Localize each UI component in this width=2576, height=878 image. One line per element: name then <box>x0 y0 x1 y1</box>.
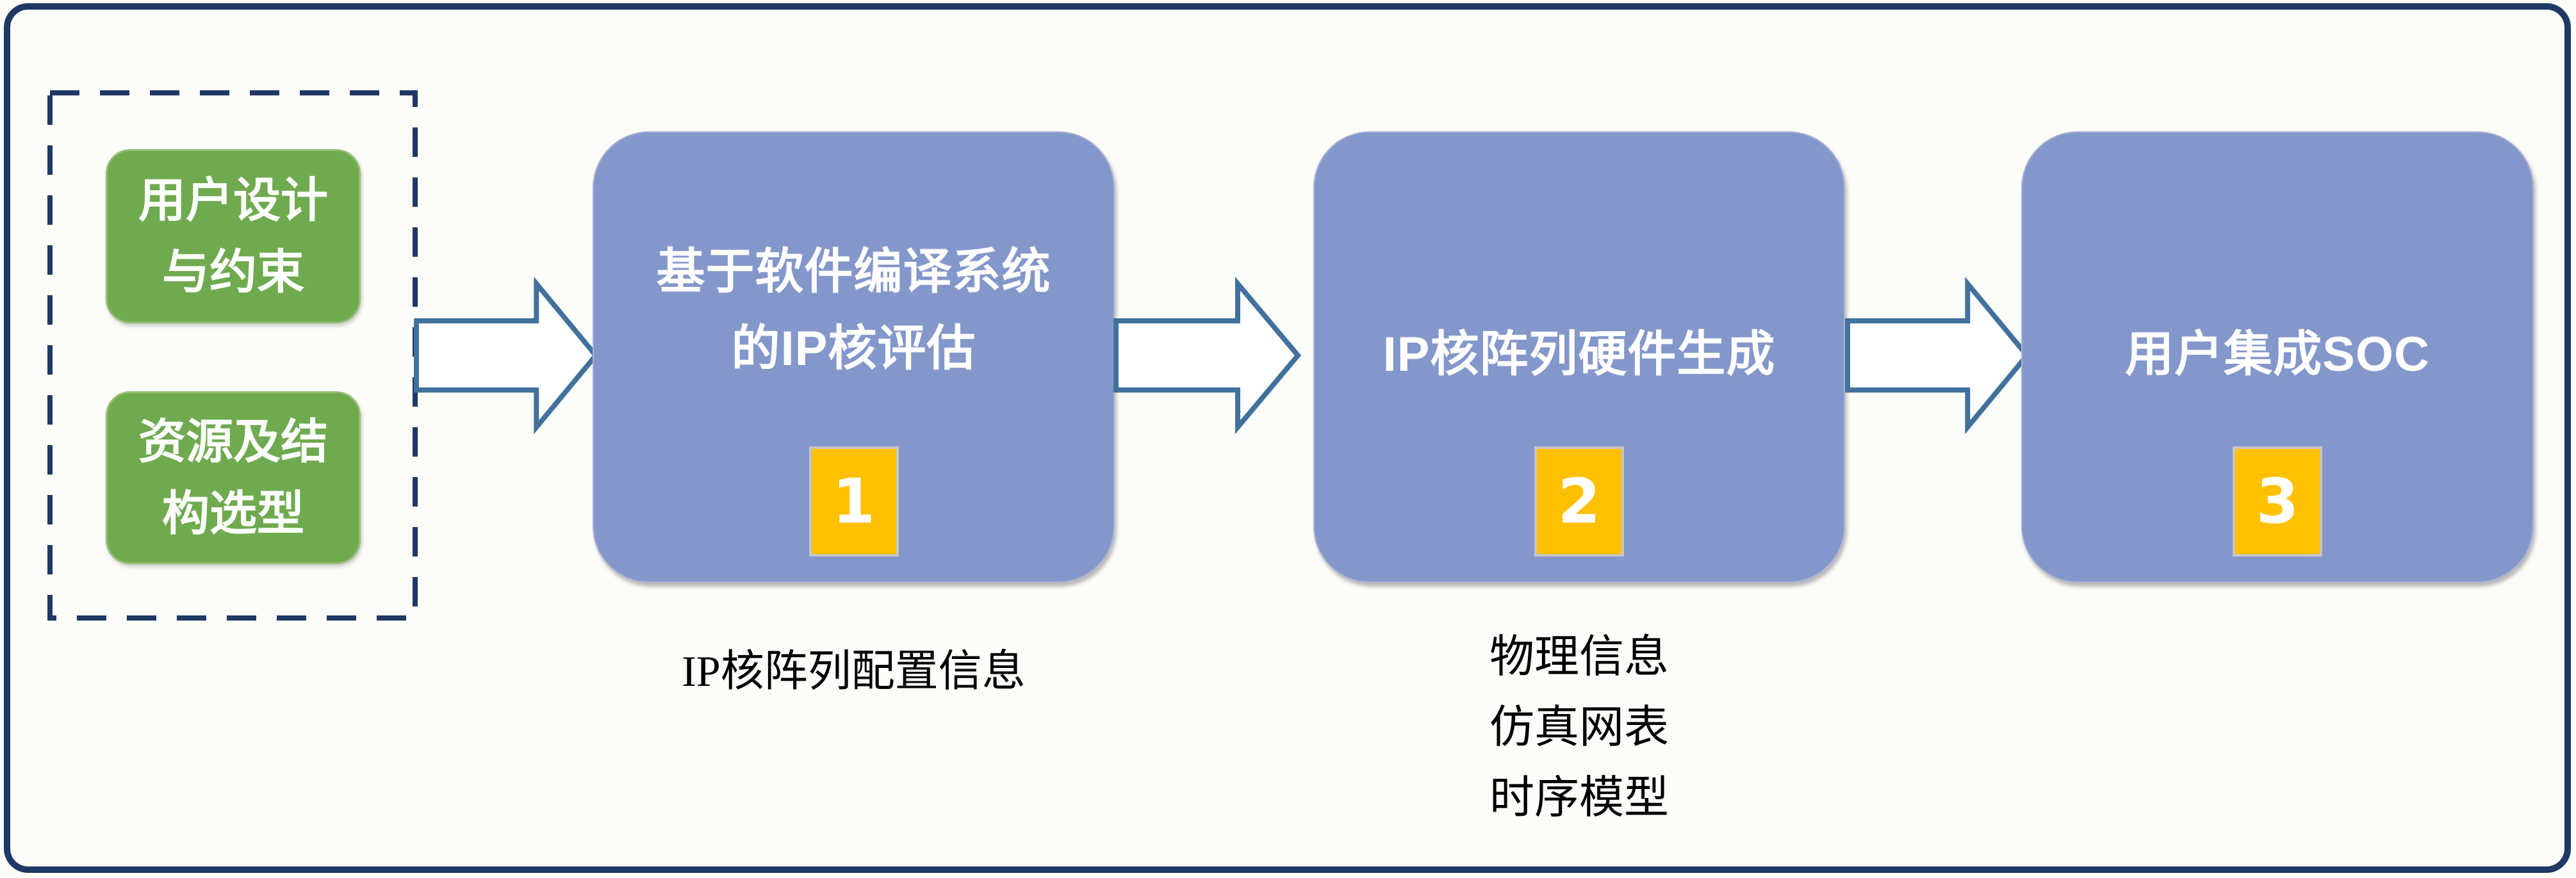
input-box-text-line: 构选型 <box>162 487 304 540</box>
arrow-shape <box>414 277 600 434</box>
stage2-output-label: 物理信息 仿真网表 时序模型 <box>1313 622 1845 834</box>
flow-arrow-1 <box>414 277 600 434</box>
stage1-output-label: IP核阵列配置信息 <box>593 640 1115 702</box>
output-label-line: IP核阵列配置信息 <box>682 647 1026 695</box>
input-box-user-design: 用户设计 与约束 <box>106 149 361 323</box>
stage-title-line: 用户集成SOC <box>2125 327 2430 382</box>
stage-title-line: 基于软件编译系统 <box>656 245 1051 299</box>
stage-badge-1: 1 <box>808 446 899 557</box>
stage-badge-3: 3 <box>2233 446 2322 557</box>
arrow-shape <box>1845 277 2031 434</box>
stage-title-line: 的IP核评估 <box>731 321 976 376</box>
flow-arrow-2 <box>1113 277 1302 434</box>
input-box-text-line: 与约束 <box>162 245 304 298</box>
input-box-text-line: 资源及结 <box>138 415 328 468</box>
flow-arrow-3 <box>1845 277 2031 434</box>
input-box-resource-selection: 资源及结 构选型 <box>106 391 361 564</box>
output-label-line: 物理信息 <box>1489 633 1669 682</box>
stage-box-1: 基于软件编译系统 的IP核评估 1 <box>593 131 1115 583</box>
stage-badge-2: 2 <box>1534 446 1624 557</box>
stage-title: IP核阵列硬件生成 <box>1315 316 1844 393</box>
arrow-shape <box>1113 277 1302 434</box>
output-label-line: 仿真网表 <box>1489 703 1669 752</box>
stage-box-3: 用户集成SOC 3 <box>2021 131 2534 583</box>
stage-title: 基于软件编译系统 的IP核评估 <box>594 234 1113 387</box>
output-label-line: 时序模型 <box>1489 774 1669 823</box>
input-box-text-line: 用户设计 <box>138 174 328 227</box>
stage-title-line: IP核阵列硬件生成 <box>1382 327 1776 382</box>
outer-frame <box>4 3 2571 873</box>
stage-title: 用户集成SOC <box>2022 316 2532 393</box>
stage-box-2: IP核阵列硬件生成 2 <box>1313 131 1845 583</box>
